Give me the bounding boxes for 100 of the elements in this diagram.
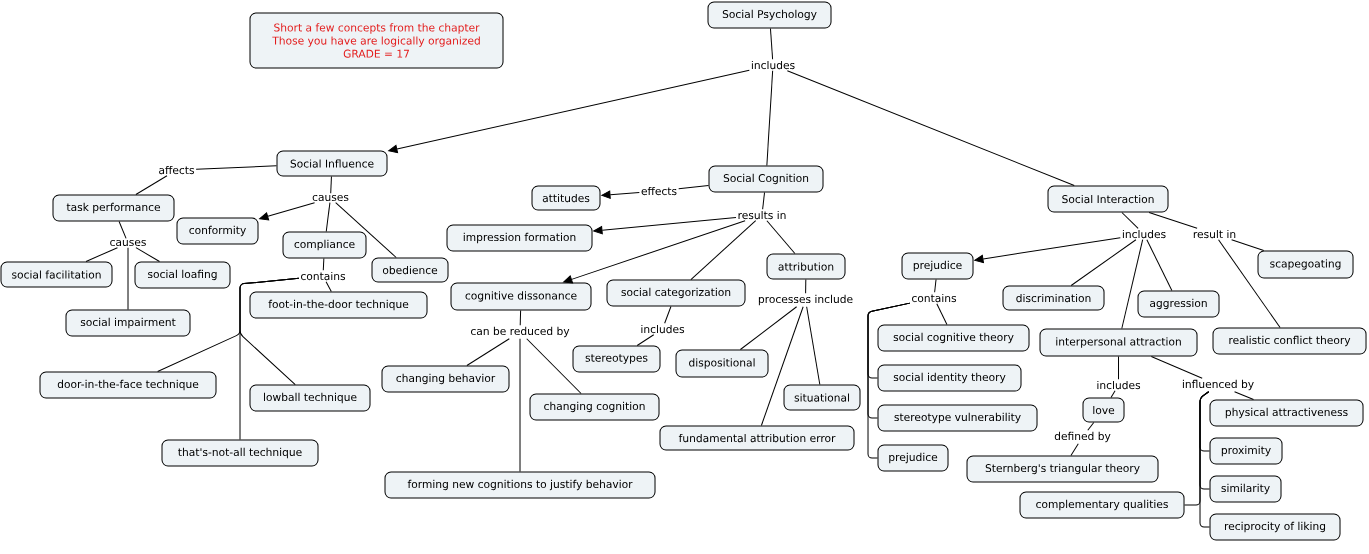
connector-line xyxy=(1110,390,1116,398)
connector-line xyxy=(1148,212,1198,229)
concept-box: social loafing xyxy=(134,261,231,289)
connector-line xyxy=(806,306,821,385)
connector-line xyxy=(519,310,522,326)
connector-line xyxy=(195,165,277,170)
linking-phrase: defined by xyxy=(1054,431,1111,443)
connector-line xyxy=(1121,212,1139,229)
connector-line xyxy=(1234,391,1254,400)
connector-line xyxy=(762,192,765,210)
concept-box: complementary qualities xyxy=(1019,491,1185,519)
concept-box: door-in-the-face technique xyxy=(39,371,217,399)
concept-box: social cognitive theory xyxy=(877,324,1030,352)
concept-box: discrimination xyxy=(1002,285,1105,311)
connector-line xyxy=(1199,391,1210,528)
concept-box: changing behavior xyxy=(381,365,510,393)
connector-line xyxy=(322,258,325,271)
concept-box: love xyxy=(1082,397,1125,423)
concept-box: cognitive dissonance xyxy=(450,282,592,311)
connector-line xyxy=(325,202,331,232)
connector-line xyxy=(1087,422,1095,431)
linking-phrase: causes xyxy=(312,194,349,202)
connector-line xyxy=(1218,239,1281,328)
concept-box: foot-in-the-door technique xyxy=(249,291,428,319)
concept-box: Sternberg's triangular theory xyxy=(966,455,1159,483)
connector-line xyxy=(325,281,332,292)
connector-line xyxy=(636,334,655,346)
connector-line xyxy=(135,247,160,262)
linking-phrase: causes xyxy=(110,239,146,247)
connector-line xyxy=(85,247,118,262)
linking-phrase: result in xyxy=(1193,229,1236,239)
concept-box: obedience xyxy=(371,257,449,283)
concept-box: attitudes xyxy=(531,185,601,211)
linking-phrase: includes xyxy=(1122,229,1166,239)
linking-phrase: contains xyxy=(912,293,957,303)
arrow xyxy=(974,237,1121,264)
connector-line xyxy=(936,303,948,325)
connector-line xyxy=(1070,239,1137,286)
concept-box: changing cognition xyxy=(529,393,660,421)
concept-box: situational xyxy=(783,384,861,411)
connector-line xyxy=(1150,356,1203,379)
concept-box: Social Cognition xyxy=(708,165,824,193)
linking-phrase: influenced by xyxy=(1182,379,1254,391)
connector-line xyxy=(805,279,807,294)
concept-box: conformity xyxy=(176,217,259,245)
concept-box: aggression xyxy=(1137,290,1220,318)
concept-box: fundamental attribution error xyxy=(659,425,855,451)
connector-line xyxy=(1121,239,1144,329)
concept-box: proximity xyxy=(1209,437,1283,465)
concept-box: Social Interaction xyxy=(1047,185,1169,213)
connector-line xyxy=(127,247,129,310)
arrow xyxy=(593,216,737,235)
connector-line xyxy=(1231,239,1265,251)
linking-phrase: includes xyxy=(1097,380,1141,390)
connector-line xyxy=(239,277,300,440)
connector-line xyxy=(769,28,774,60)
concept-box: Social Influence xyxy=(276,150,388,177)
comment-box: Short a few concepts from the chapter Those you have are logically organized GRADE = 17 xyxy=(249,12,504,69)
concept-box: prejudice xyxy=(901,252,974,280)
connector-line xyxy=(867,302,911,459)
connector-line xyxy=(664,306,672,324)
concept-box: compliance xyxy=(282,231,367,259)
concept-box: reciprocity of liking xyxy=(1209,513,1341,541)
concept-box: task performance xyxy=(52,194,175,222)
concept-box: stereotype vulnerability xyxy=(877,404,1038,432)
connector-line xyxy=(466,338,510,366)
connector-line xyxy=(678,184,709,190)
concept-box: physical attractiveness xyxy=(1209,399,1364,427)
concept-box: social impairment xyxy=(65,309,191,337)
connector-line xyxy=(526,338,582,394)
connector-line xyxy=(739,306,798,350)
linking-phrase: processes include xyxy=(758,294,853,306)
connector-line xyxy=(934,279,937,293)
connector-line xyxy=(330,176,332,194)
connector-line xyxy=(118,221,127,239)
concept-box: Social Psychology xyxy=(707,1,832,29)
connector-line xyxy=(335,202,397,258)
connector-line xyxy=(690,220,757,280)
linking-phrase: affects xyxy=(159,165,194,175)
concept-box: stereotypes xyxy=(572,345,661,373)
arrow xyxy=(601,190,640,199)
concept-box: dispositional xyxy=(675,349,769,378)
connector-line xyxy=(1146,239,1173,291)
connector-line xyxy=(135,175,168,195)
linking-phrase: results in xyxy=(738,210,786,220)
connector-line xyxy=(519,338,521,472)
concept-box: social facilitation xyxy=(0,261,113,288)
concept-box: prejudice xyxy=(877,444,949,472)
concept-box: social categorization xyxy=(606,279,746,307)
arrow xyxy=(259,202,316,221)
concept-box: interpersonal attraction xyxy=(1039,328,1198,357)
connector-line xyxy=(766,220,796,254)
connector-line xyxy=(760,306,804,426)
concept-box: scapegoating xyxy=(1257,250,1354,279)
concept-box: lowball technique xyxy=(249,384,371,412)
concept-box: impression formation xyxy=(446,224,593,252)
connector-line xyxy=(1070,443,1079,456)
connector-line xyxy=(766,70,774,166)
linking-phrase: can be reduced by xyxy=(471,326,570,338)
concept-box: that's-not-all technique xyxy=(161,439,319,467)
